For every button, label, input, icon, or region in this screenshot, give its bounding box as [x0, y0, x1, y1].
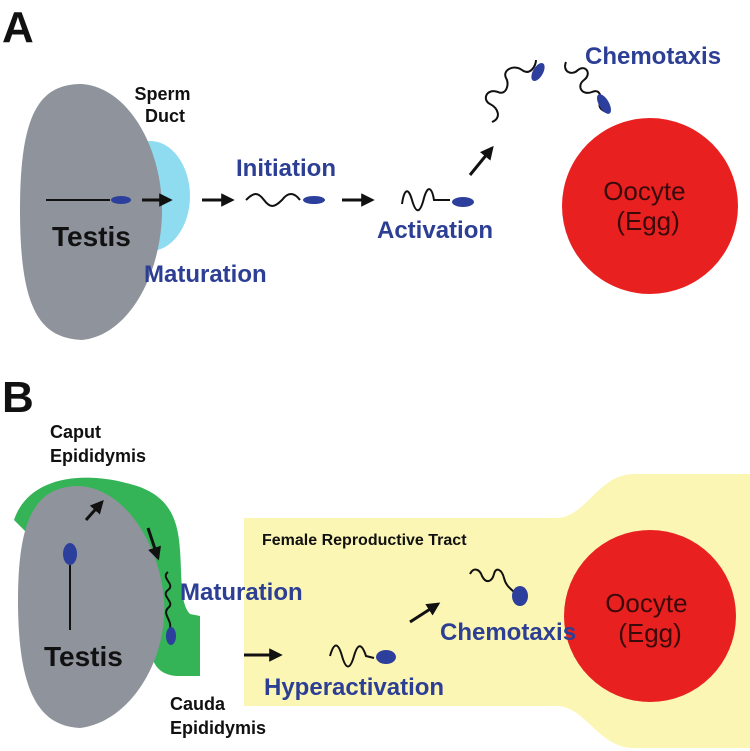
sperm-head: [597, 94, 611, 114]
sperm-duct-label: Sperm Duct: [134, 84, 195, 126]
sperm-head: [376, 650, 396, 664]
sperm-tail-chemotaxis-b: [469, 568, 515, 593]
panel-a-letter: A: [2, 3, 34, 52]
sperm-head: [531, 62, 545, 82]
arrow-b4: [409, 602, 441, 624]
sperm-head: [512, 586, 528, 606]
sperm-tail-activation: [401, 188, 450, 212]
maturation-label-a: Maturation: [144, 261, 267, 288]
hyperactivation-label: Hyperactivation: [264, 674, 444, 701]
arrow-b2: [146, 527, 161, 561]
arrow-a4: [468, 145, 494, 176]
sperm-head: [303, 196, 325, 204]
caput-epididymis-label: Caput Epididymis: [50, 422, 146, 466]
sperm-tail-epididymis: [164, 571, 172, 629]
testis-label-b: Testis: [44, 641, 123, 672]
oocyte-a: [562, 118, 738, 294]
panel-a: A Sperm Duct Testis Matura: [2, 3, 738, 340]
sperm-head: [452, 197, 474, 207]
maturation-label-b: Maturation: [180, 579, 303, 606]
sperm-tail-initiation: [245, 193, 301, 207]
sperm-head: [166, 627, 176, 645]
cauda-epididymis-label: Cauda Epididymis: [170, 694, 266, 738]
activation-label: Activation: [377, 217, 493, 244]
testis-a: [20, 84, 162, 340]
female-tract-label: Female Reproductive Tract: [262, 532, 467, 549]
chemotaxis-label-b: Chemotaxis: [440, 619, 576, 646]
sperm-head: [111, 196, 131, 204]
oocyte-label-b: Oocyte (Egg): [605, 588, 695, 648]
arrow-b1: [84, 499, 104, 521]
oocyte-b: [564, 530, 736, 702]
sperm-tail-hyperactivation: [329, 644, 375, 668]
sperm-tail-chemotaxis-1: [484, 59, 537, 123]
sperm-head: [63, 543, 77, 565]
panel-b: B Caput Epididymis Ca: [2, 373, 750, 748]
panel-b-letter: B: [2, 373, 34, 422]
initiation-label: Initiation: [236, 155, 336, 182]
chemotaxis-label-a: Chemotaxis: [585, 43, 721, 70]
testis-label-a: Testis: [52, 221, 131, 252]
testis-b: [18, 486, 165, 728]
oocyte-label-a: Oocyte (Egg): [603, 176, 693, 236]
